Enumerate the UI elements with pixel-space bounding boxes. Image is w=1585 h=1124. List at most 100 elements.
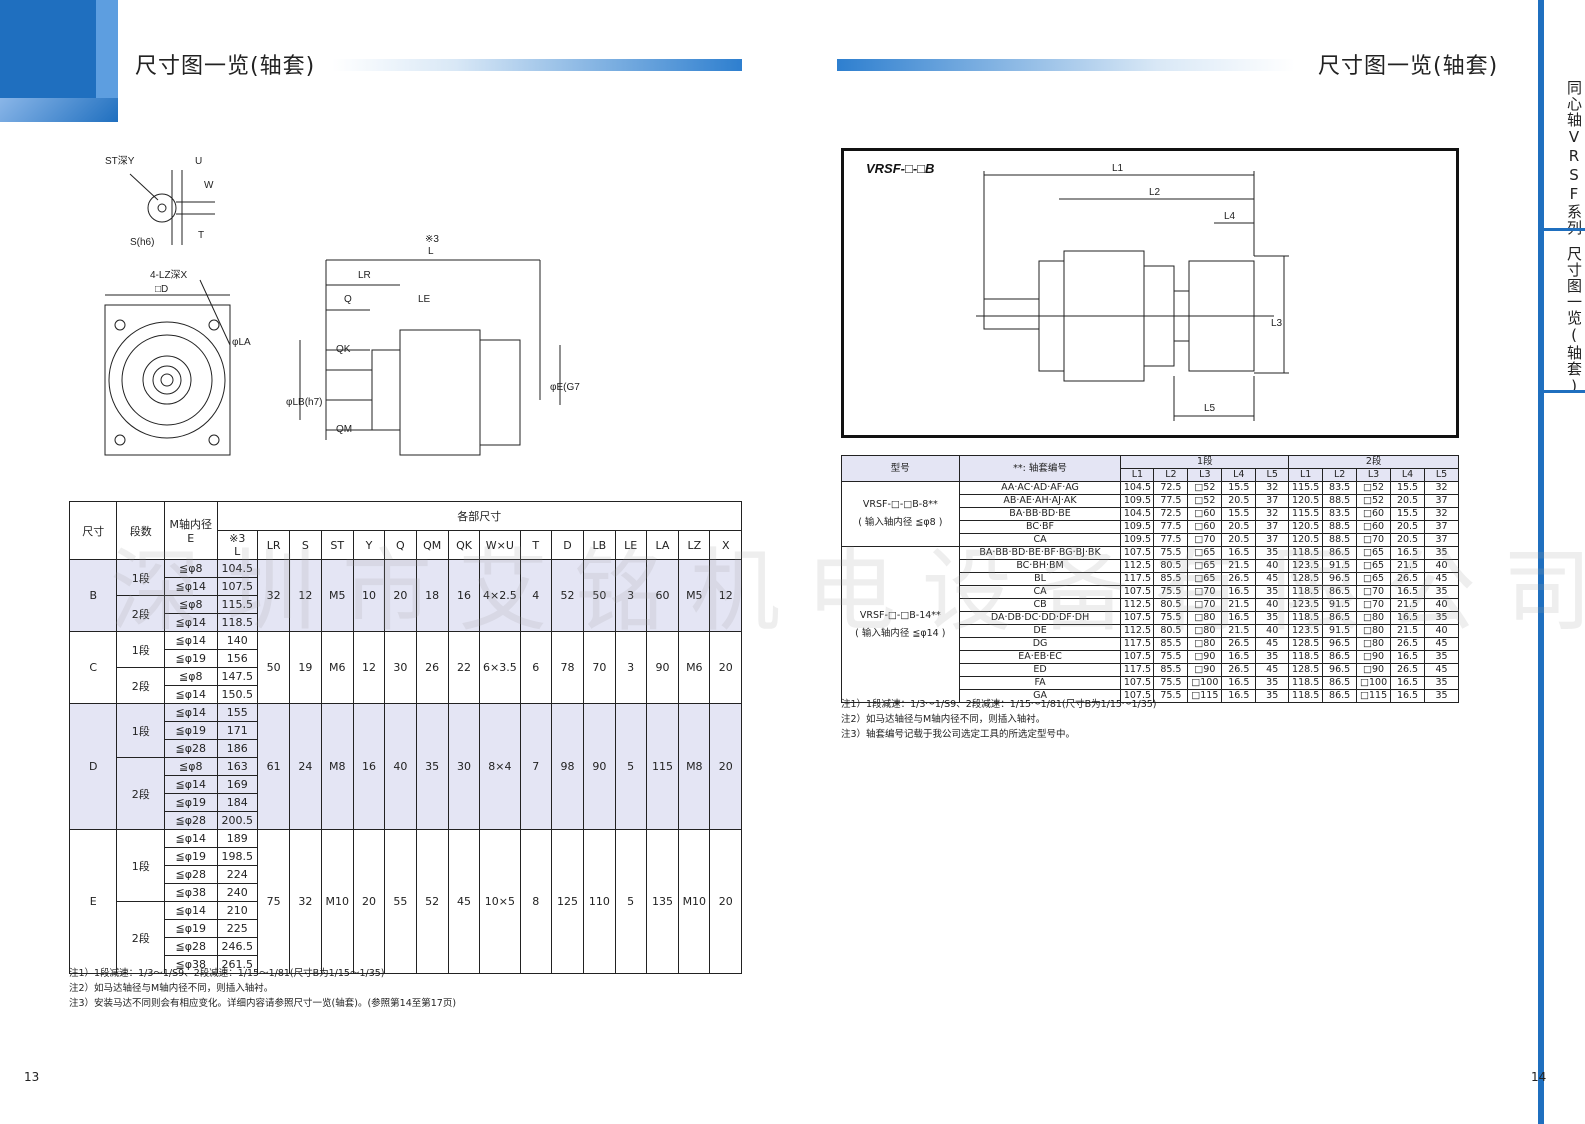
dimension-cell: 16.5: [1390, 689, 1425, 703]
dimension-cell: 45: [1255, 663, 1290, 677]
dimension-cell: □90: [1356, 663, 1392, 677]
header-col: L2: [1322, 468, 1358, 482]
dimension-cell: 3: [614, 631, 647, 704]
header-bushing: **: 轴套编号: [958, 455, 1122, 482]
shaft-diameter-cell: ≦φ19: [163, 793, 218, 812]
dimension-cell: 5: [614, 703, 647, 830]
header-col: LR: [256, 530, 291, 560]
dimension-cell: 117.5: [1120, 663, 1155, 677]
header-col: L4: [1390, 468, 1425, 482]
dimension-cell: 60: [645, 559, 680, 632]
shaft-diameter-cell: ≦φ28: [163, 865, 218, 884]
dimension-cell: 83.5: [1322, 481, 1358, 495]
dimension-cell: 52: [415, 829, 449, 974]
length-cell: 200.5: [216, 811, 258, 830]
side-tab-series[interactable]: 同心轴VRSF系列: [1565, 80, 1583, 236]
bushing-code-cell: AA·AC·AD·AF·AG: [958, 481, 1122, 495]
dimension-cell: M5: [320, 559, 354, 632]
dimension-cell: 118.5: [1288, 676, 1324, 690]
dimension-cell: 16: [352, 703, 386, 830]
dimension-cell: 120.5: [1288, 494, 1324, 508]
header-col: LZ: [678, 530, 711, 560]
dimension-cell: 118.5: [1288, 689, 1324, 703]
dimension-cell: 16.5: [1221, 650, 1257, 664]
length-cell: 246.5: [216, 937, 258, 956]
dimension-cell: 20.5: [1390, 494, 1425, 508]
dimension-cell: 16.5: [1221, 676, 1257, 690]
drawing-model: VRSF-□-□B: [866, 161, 934, 176]
shaft-diameter-cell: ≦φ14: [163, 613, 218, 632]
dimension-cell: 26: [415, 631, 449, 704]
shaft-diameter-cell: ≦φ28: [163, 937, 218, 956]
dimension-cell: 98: [550, 703, 585, 830]
header-dims: 各部尺寸: [216, 501, 743, 531]
dimension-cell: □70: [1187, 598, 1223, 612]
dimension-cell: □80: [1187, 637, 1223, 651]
left-page-title: 尺寸图一览(轴套): [135, 54, 316, 79]
dimension-cell: 128.5: [1288, 663, 1324, 677]
dimension-cell: 52: [550, 559, 585, 632]
dimension-cell: 19: [289, 631, 322, 704]
dimension-cell: 20: [352, 829, 386, 974]
dimension-cell: 26.5: [1390, 663, 1425, 677]
dimension-cell: 61: [256, 703, 291, 830]
header-col: L5: [1423, 468, 1460, 482]
dimension-cell: 86.5: [1322, 689, 1358, 703]
length-cell: 156: [216, 649, 258, 668]
length-cell: 261.5: [216, 955, 258, 974]
dimension-cell: □115: [1187, 689, 1223, 703]
dimension-cell: 16.5: [1390, 650, 1425, 664]
dimension-cell: 88.5: [1322, 494, 1358, 508]
dimension-cell: □90: [1187, 663, 1223, 677]
stage-cell: 1段: [116, 829, 165, 902]
dimension-cell: 5: [614, 829, 647, 974]
dimension-cell: 32: [1255, 481, 1290, 495]
dimension-cell: 15.5: [1390, 481, 1425, 495]
side-tab-dimension-list[interactable]: 尺寸图一览(轴套): [1565, 246, 1583, 396]
stage-cell: 1段: [116, 703, 165, 758]
shaft-diameter-cell: ≦φ8: [163, 667, 218, 686]
label-d: □D: [155, 284, 168, 295]
dimension-cell: □100: [1356, 676, 1392, 690]
bushing-code-cell: FA: [958, 676, 1122, 690]
shaft-diameter-cell: ≦φ28: [163, 739, 218, 758]
label-qm: QM: [336, 424, 352, 435]
left-title-bar: [332, 59, 742, 71]
dimension-cell: 85.5: [1153, 663, 1189, 677]
header-col: LA: [645, 530, 680, 560]
length-cell: 171: [216, 721, 258, 740]
label-note3: ※3: [425, 234, 439, 245]
dimension-cell: 16.5: [1221, 689, 1257, 703]
left-notes: 注1）1段减速：1/3～1/S9、2段减速：1/15～1/81(尺寸B为1/15…: [69, 966, 456, 1011]
dimension-cell: 78: [550, 631, 585, 704]
dimension-cell: 135: [645, 829, 680, 974]
dimension-cell: 35: [1423, 689, 1460, 703]
length-cell: 115.5: [216, 595, 258, 614]
length-cell: 189: [216, 829, 258, 848]
dimension-cell: 15.5: [1221, 481, 1257, 495]
length-cell: 184: [216, 793, 258, 812]
corner-decoration-stripe: [96, 0, 118, 98]
dimension-cell: 55: [384, 829, 417, 974]
dimension-cell: 8×4: [479, 703, 521, 830]
corner-decoration-bottom: [0, 98, 118, 122]
dimension-cell: 75.5: [1153, 650, 1189, 664]
dimension-cell: 107.5: [1120, 689, 1155, 703]
stage-cell: 2段: [116, 901, 165, 974]
dimension-cell: 16.5: [1390, 676, 1425, 690]
header-model: 型号: [841, 455, 960, 482]
dimension-cell: 45: [1423, 663, 1460, 677]
model-cell: VRSF-□-□B-14**( 输入轴内径 ≦φ14 ): [841, 546, 960, 703]
header-col: Y: [352, 530, 386, 560]
